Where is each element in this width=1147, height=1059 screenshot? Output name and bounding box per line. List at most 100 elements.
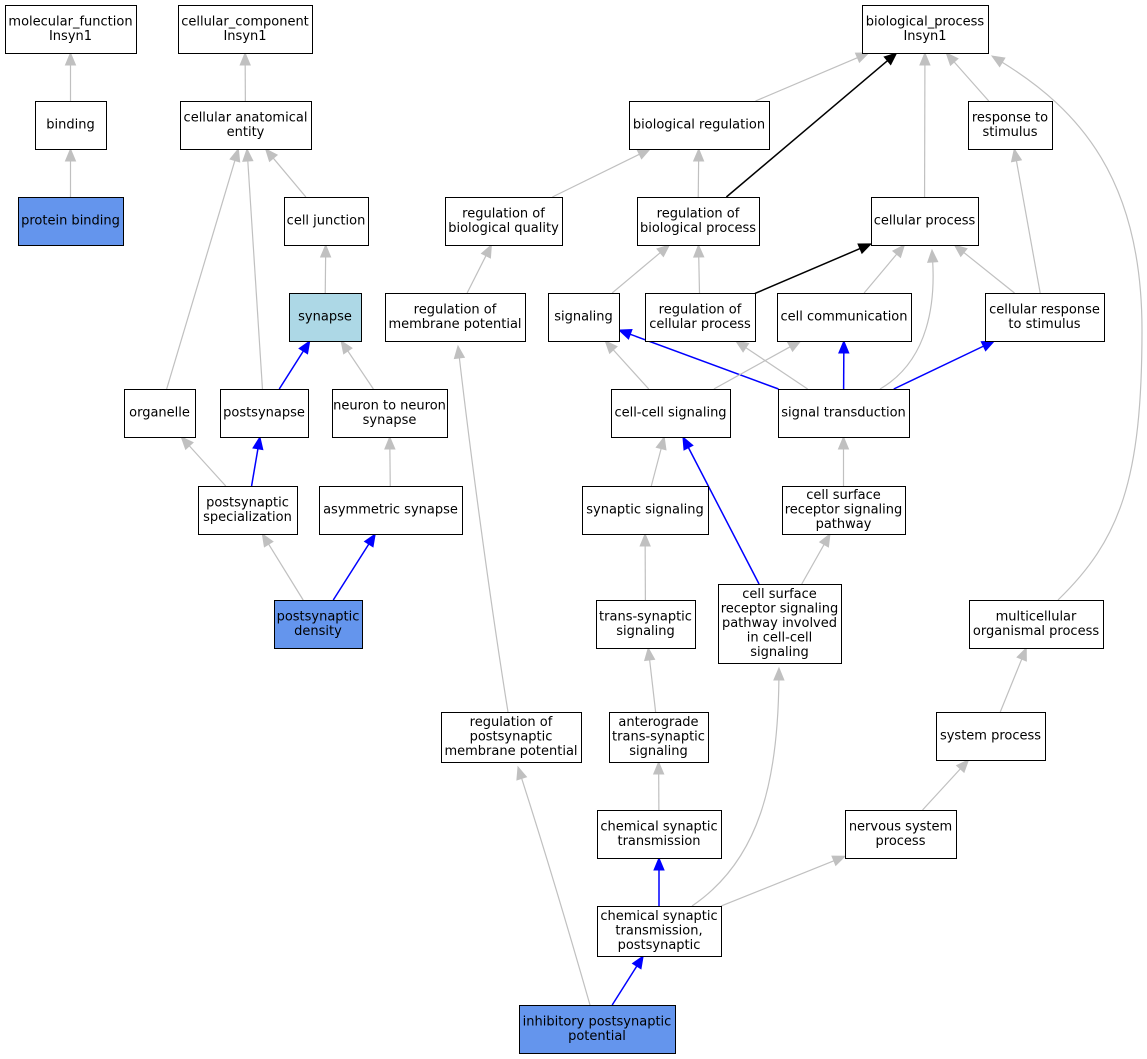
edge-line: [346, 349, 374, 390]
node-signaling[interactable]: signaling: [548, 293, 620, 342]
edge-line: [272, 157, 307, 198]
node-protein-binding[interactable]: protein binding: [18, 197, 124, 246]
edge-arrowhead: [643, 646, 656, 662]
node-synapse[interactable]: synapse: [289, 293, 362, 342]
node-label-line: regulation of: [659, 302, 742, 317]
edge-postsynaptic-density-to-asymmetric-synapse: [332, 532, 376, 601]
node-label-line: postsynaptic: [618, 938, 701, 953]
edge-line: [879, 260, 934, 390]
edge-layer: [64, 51, 1143, 1006]
edge-nervous-system-process-to-system-process: [922, 759, 970, 811]
node-label-line: system process: [940, 729, 1041, 744]
edge-signal-transduction-to-signaling: [617, 329, 779, 390]
edge-line: [520, 777, 591, 1006]
edge-signal-transduction-to-cellular-response-to-stimulus: [893, 340, 996, 390]
edge-arrowhead: [980, 340, 996, 352]
node-cell-cell-signaling[interactable]: cell-cell signaling: [611, 389, 731, 438]
edge-line: [962, 251, 1015, 294]
node-cellular-process[interactable]: cellular process: [871, 197, 979, 246]
edge-arrowhead: [242, 147, 254, 162]
node-label-line: process: [876, 834, 926, 849]
edge-multicellular-organismal-process-to-biological-process: [990, 55, 1143, 601]
edge-arrowhead: [653, 856, 665, 871]
edge-regulation-of-biological-process-to-biological-process: [725, 52, 898, 198]
node-box: [385, 293, 526, 342]
node-synaptic-signaling[interactable]: synaptic signaling: [582, 486, 709, 535]
node-signal-transduction[interactable]: signal transduction: [778, 389, 910, 438]
node-chemical-synaptic-transmission-postsynaptic[interactable]: chemical synaptictransmission,postsynapt…: [597, 906, 722, 957]
edge-arrowhead: [631, 954, 644, 970]
edge-inhibitory-postsynaptic-potential-to-regulation-of-postsynaptic-membrane-potential: [516, 765, 591, 1006]
edge-arrowhead: [692, 147, 705, 162]
node-box: [778, 389, 910, 438]
node-label-line: postsynapse: [223, 406, 305, 421]
edge-chemical-synaptic-transmission-postsynaptic-to-cell-surface-receptor-signaling-pathway-cell-cell: [691, 666, 785, 907]
node-system-process[interactable]: system process: [936, 712, 1046, 761]
node-box: [519, 1005, 676, 1054]
node-asymmetric-synapse[interactable]: asymmetric synapse: [319, 486, 463, 535]
edge-line: [725, 59, 889, 198]
edge-line: [611, 964, 638, 1006]
node-label-line: postsynaptic: [277, 609, 360, 624]
node-box: [936, 712, 1046, 761]
edge-line: [720, 859, 836, 907]
edge-line: [629, 333, 779, 390]
node-label-line: protein binding: [21, 214, 120, 229]
node-postsynapse[interactable]: postsynapse: [220, 389, 309, 438]
node-box: [180, 101, 312, 150]
edge-line: [278, 349, 305, 390]
edge-line: [188, 444, 227, 487]
node-binding[interactable]: binding: [35, 101, 107, 150]
edge-arrowhead: [516, 765, 528, 781]
node-organelle[interactable]: organelle: [124, 389, 196, 438]
node-cell-junction[interactable]: cell junction: [284, 197, 369, 246]
node-box: [862, 5, 989, 54]
edge-protein-binding-to-binding: [64, 147, 77, 197]
edge-arrowhead: [786, 340, 802, 353]
edge-arrowhead: [64, 51, 77, 66]
node-label-line: synapse: [363, 413, 417, 428]
node-box: [597, 906, 722, 957]
edge-arrowhead: [682, 435, 694, 451]
node-box: [596, 600, 696, 649]
node-cell-communication[interactable]: cell communication: [777, 293, 912, 342]
edge-signaling-to-regulation-of-biological-process: [611, 244, 671, 294]
edge-arrowhead: [854, 52, 870, 64]
node-biological-regulation[interactable]: biological regulation: [629, 101, 770, 150]
edge-line: [250, 447, 259, 487]
edge-line: [698, 255, 701, 294]
edge-cell-surface-receptor-signaling-pathway-to-signal-transduction: [837, 435, 850, 486]
edge-line: [611, 251, 662, 294]
node-label-line: postsynaptic: [470, 730, 553, 745]
node-box: [5, 5, 137, 54]
edge-trans-synaptic-signaling-to-synaptic-signaling: [639, 532, 651, 601]
edge-arrowhead: [229, 147, 241, 163]
node-label-line: transmission: [617, 834, 700, 849]
node-box: [777, 293, 912, 342]
node-label-line: chemical synaptic: [600, 819, 717, 834]
node-box: [441, 712, 582, 763]
edge-line: [863, 253, 898, 294]
